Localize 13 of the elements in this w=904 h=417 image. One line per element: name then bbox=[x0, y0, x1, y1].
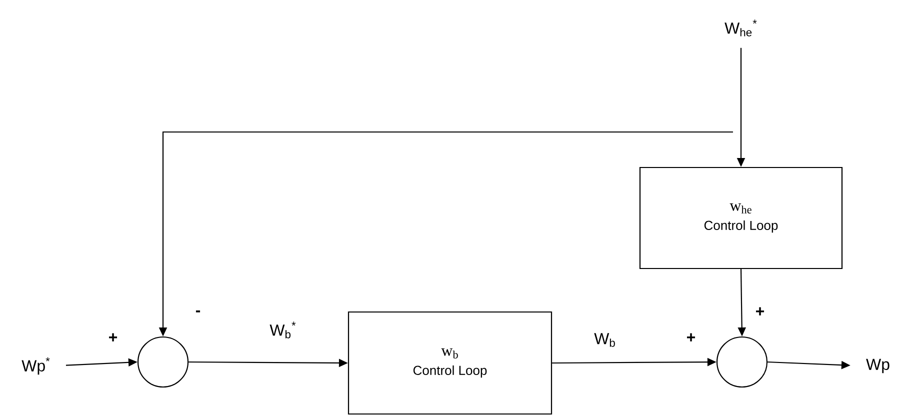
sign-label: + bbox=[687, 333, 696, 342]
edge-label: W$_{b}$ bbox=[593, 332, 617, 348]
control-loop-box: w$_{he}$ Control Loop bbox=[639, 166, 843, 270]
summing-junction bbox=[137, 336, 189, 388]
signal-label: Wp$^{*}$ bbox=[22, 357, 50, 375]
sign-label: + bbox=[109, 333, 118, 342]
summing-junction bbox=[716, 336, 768, 388]
edge-label: W$_{b}$* bbox=[268, 320, 298, 340]
sign-label: + bbox=[756, 307, 764, 316]
signal-label: Wp bbox=[866, 358, 890, 374]
sign-label: - bbox=[196, 310, 200, 312]
signal-label: W$_{he}$* bbox=[724, 20, 757, 36]
control-loop-box: w$_{b}$ Control Loop bbox=[348, 311, 552, 415]
